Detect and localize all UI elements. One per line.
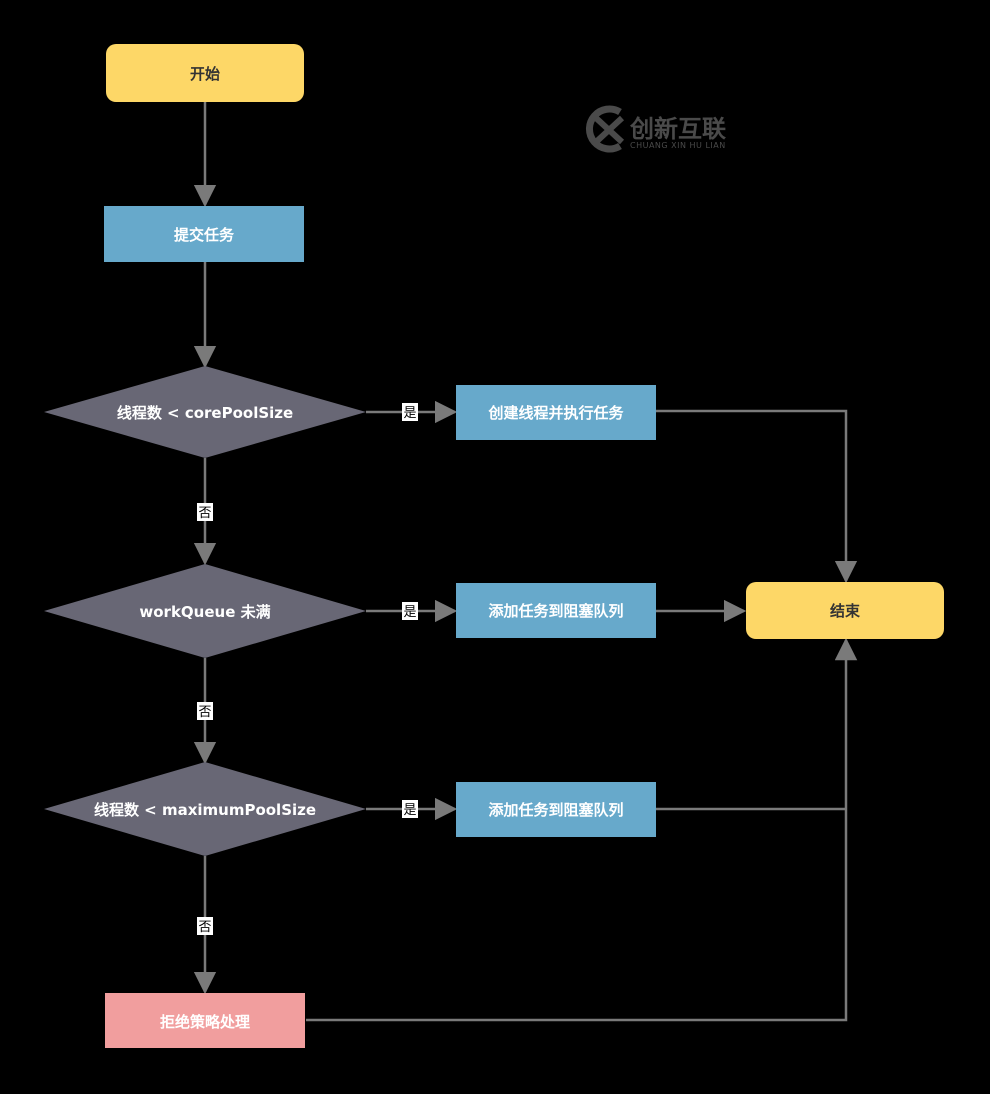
node-max-check: 线程数 < maximumPoolSize — [44, 762, 366, 856]
svg-text:线程数 < corePoolSize: 线程数 < corePoolSize — [117, 404, 293, 422]
svg-text:是: 是 — [403, 406, 416, 421]
svg-text:workQueue 未满: workQueue 未满 — [139, 603, 270, 621]
node-end: 结束 — [746, 582, 944, 639]
watermark-name: 创新互联 — [629, 115, 726, 143]
svg-text:提交任务: 提交任务 — [174, 226, 235, 244]
svg-text:线程数 < maximumPoolSize: 线程数 < maximumPoolSize — [94, 801, 316, 819]
svg-text:开始: 开始 — [190, 65, 220, 83]
node-add-queue-2: 添加任务到阻塞队列 — [456, 782, 656, 837]
edge-labels: 是 是 是 否 否 否 — [197, 403, 418, 935]
svg-text:添加任务到阻塞队列: 添加任务到阻塞队列 — [488, 801, 623, 819]
svg-text:是: 是 — [403, 803, 416, 818]
edge-reject-end — [306, 637, 858, 1022]
svg-text:创建线程并执行任务: 创建线程并执行任务 — [487, 404, 624, 422]
edge-label-no-3: 否 — [197, 917, 213, 935]
svg-text:结束: 结束 — [830, 602, 861, 620]
node-core-check: 线程数 < corePoolSize — [44, 366, 366, 458]
node-queue-check: workQueue 未满 — [44, 564, 366, 658]
svg-text:否: 否 — [198, 705, 211, 720]
node-add-queue-1: 添加任务到阻塞队列 — [456, 583, 656, 638]
svg-text:否: 否 — [198, 506, 211, 521]
svg-text:拒绝策略处理: 拒绝策略处理 — [160, 1013, 250, 1031]
edge-label-no-2: 否 — [197, 702, 213, 720]
svg-text:添加任务到阻塞队列: 添加任务到阻塞队列 — [488, 602, 623, 620]
node-submit: 提交任务 — [104, 206, 304, 262]
edge-create-end — [656, 409, 858, 584]
edge-label-no-1: 否 — [197, 503, 213, 521]
watermark-subtitle: CHUANG XIN HU LIAN — [630, 141, 726, 150]
edge-label-yes-2: 是 — [402, 602, 418, 620]
watermark-logo: 创新互联 CHUANG XIN HU LIAN — [586, 105, 726, 153]
node-start: 开始 — [106, 44, 304, 102]
node-reject: 拒绝策略处理 — [105, 993, 305, 1048]
edge-label-yes-1: 是 — [402, 403, 418, 421]
svg-text:否: 否 — [198, 920, 211, 935]
logo-icon — [586, 105, 625, 153]
svg-text:是: 是 — [403, 605, 416, 620]
edge-label-yes-3: 是 — [402, 800, 418, 818]
node-create-thread: 创建线程并执行任务 — [456, 385, 656, 440]
